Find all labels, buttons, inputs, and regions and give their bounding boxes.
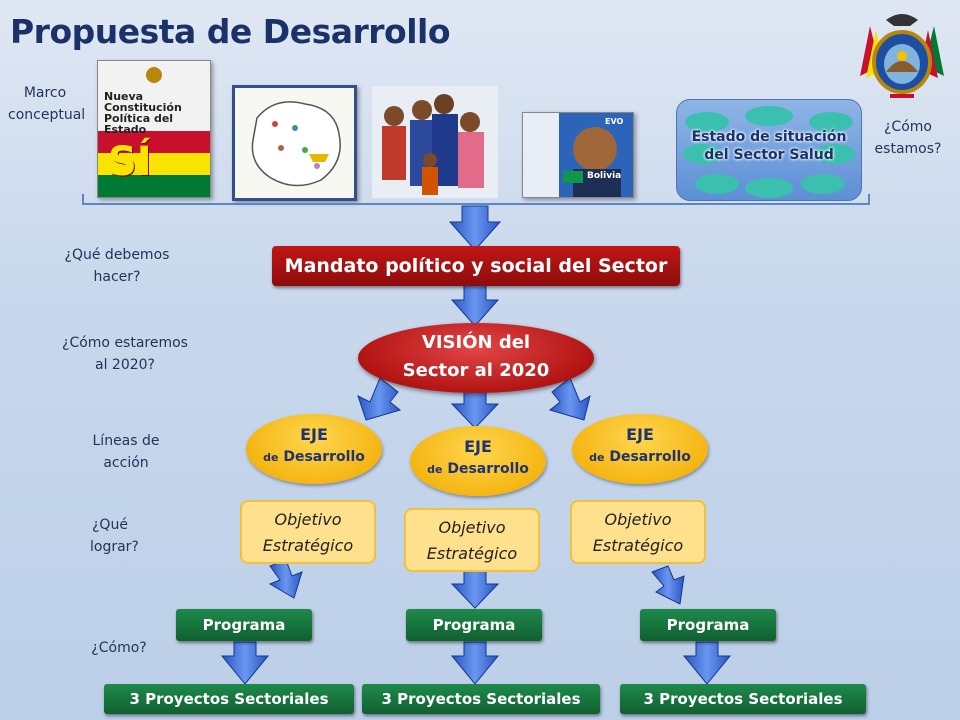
proyectos-box-3: 3 Proyectos Sectoriales [620, 684, 866, 714]
programa-box-2: Programa [406, 609, 542, 641]
objetivo-line2: Estratégico [592, 536, 684, 555]
eje-desarrollo-2: EJE de Desarrollo [410, 426, 546, 496]
bolivia-map-image [232, 85, 357, 201]
estado-situacion-image: Estado de situación del Sector Salud [676, 99, 862, 201]
coat-of-arms-logo [850, 6, 954, 102]
eje-title: EJE [626, 425, 654, 444]
lineas-line1: Líneas de [92, 433, 160, 449]
arrow-down-right [548, 377, 591, 421]
arrow-down-2 [450, 283, 500, 327]
eje-de: de [589, 451, 605, 464]
que-lograr-line1: ¿Qué [92, 517, 128, 533]
arrow-prog-2 [450, 641, 500, 685]
constitucion-si: SÍ [108, 139, 152, 185]
arrow-down-left [357, 377, 402, 421]
constitucion-text-4: Estado [104, 123, 147, 136]
marco-label-line2: conceptual [8, 107, 86, 123]
eje-desarrollo-1: EJE de Desarrollo [246, 414, 382, 484]
como-estamos-line2: estamos? [874, 141, 942, 157]
como-estaremos-line2: al 2020? [95, 357, 155, 373]
estado-situacion-line2: del Sector Salud [704, 147, 834, 163]
marco-label-line1: Marco [23, 85, 67, 101]
programa-box-1: Programa [176, 609, 312, 641]
objetivo-line2: Estratégico [262, 536, 354, 555]
evo-poster-label: EVO [605, 117, 624, 126]
people-photo [372, 86, 498, 198]
mandato-banner: Mandato político y social del Sector [272, 246, 680, 286]
eje-title: EJE [300, 425, 328, 444]
evo-poster-text: Bolivia [587, 171, 622, 181]
programa-box-3: Programa [640, 609, 776, 641]
images-bracket [82, 194, 870, 205]
eje-desarrollo-3: EJE de Desarrollo [572, 414, 708, 484]
objetivo-estrategico-2: Objetivo Estratégico [404, 508, 540, 572]
eje-de: de [427, 463, 443, 476]
arrow-prog-3 [682, 641, 732, 685]
constitucion-text-2: Constitución [104, 101, 182, 114]
eje-subtitle: Desarrollo [447, 461, 529, 477]
lineas-line2: acción [103, 455, 149, 471]
objetivo-estrategico-1: Objetivo Estratégico [240, 500, 376, 564]
eje-subtitle: Desarrollo [283, 449, 365, 465]
que-lograr-line2: lograr? [90, 539, 139, 555]
vision-line2: Sector al 2020 [402, 360, 550, 381]
arrow-obj-3 [651, 565, 685, 605]
proyectos-box-2: 3 Proyectos Sectoriales [362, 684, 600, 714]
eje-subtitle: Desarrollo [609, 449, 691, 465]
que-debemos-line2: hacer? [93, 269, 141, 285]
arrow-down-center [450, 389, 500, 429]
como-estamos-line1: ¿Cómo [884, 119, 932, 135]
constitucion-text-1: Nueva [104, 90, 144, 103]
vision-line1: VISIÓN del [421, 332, 531, 353]
objetivo-line1: Objetivo [438, 518, 506, 537]
eje-title: EJE [464, 437, 492, 456]
page-title: Propuesta de Desarrollo [10, 12, 451, 51]
arrow-prog-1 [220, 641, 270, 685]
evo-poster-image: Bolivia EVO [522, 112, 634, 198]
que-debemos-line1: ¿Qué debemos [64, 247, 170, 263]
estado-situacion-line1: Estado de situación [691, 129, 847, 145]
vision-ellipse: VISIÓN del Sector al 2020 [358, 323, 594, 393]
objetivo-estrategico-3: Objetivo Estratégico [570, 500, 706, 564]
constitucion-image: Nueva Constitución Política del Estado S… [97, 60, 211, 198]
objetivo-line2: Estratégico [426, 544, 518, 563]
proyectos-box-1: 3 Proyectos Sectoriales [104, 684, 354, 714]
arrow-down-1 [448, 205, 502, 251]
como-label: ¿Cómo? [91, 640, 147, 656]
eje-de: de [263, 451, 279, 464]
arrow-obj-2 [450, 567, 500, 609]
objetivo-line1: Objetivo [604, 510, 672, 529]
constitucion-text-3: Política del [104, 112, 174, 125]
objetivo-line1: Objetivo [274, 510, 342, 529]
como-estaremos-line1: ¿Cómo estaremos [62, 335, 188, 351]
arrow-obj-1 [268, 559, 303, 599]
